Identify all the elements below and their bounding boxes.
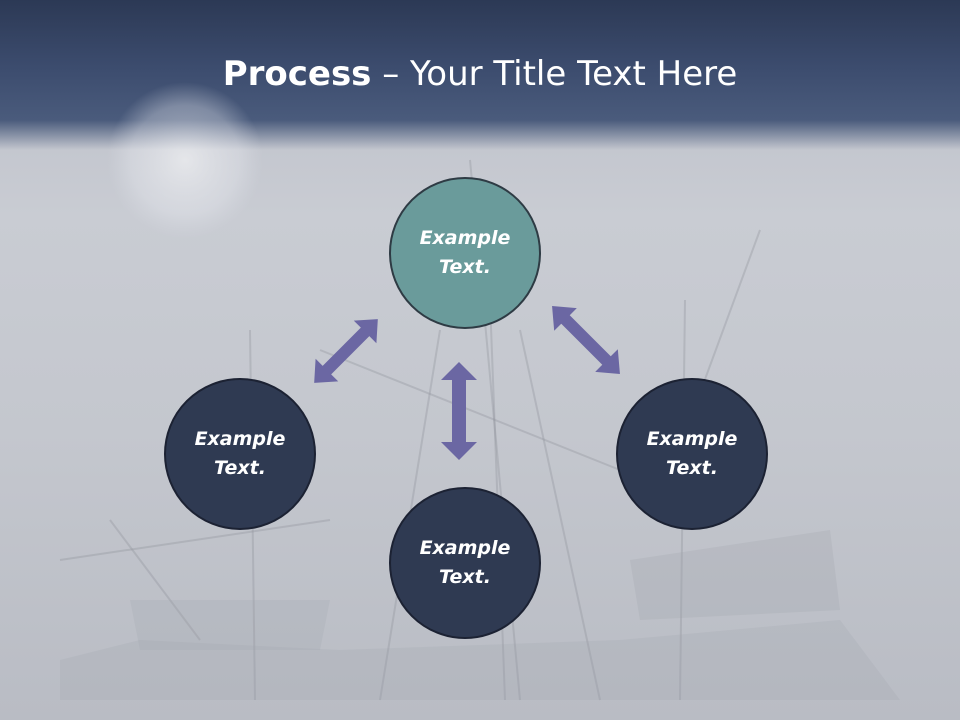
title-bold-part: Process [222, 54, 372, 94]
node-label: Example Text. [194, 428, 286, 479]
node-label: Example Text. [646, 428, 738, 479]
title-rest-part: – Your Title Text Here [371, 54, 738, 94]
double-arrow-top-left [314, 319, 378, 383]
process-node-top: Example Text. [389, 177, 541, 329]
process-node-left: Example Text. [164, 378, 316, 530]
slide-title: Process – Your Title Text Here [0, 52, 960, 96]
node-label: Example Text. [419, 227, 511, 278]
double-arrow-top-right [552, 306, 620, 374]
process-node-right: Example Text. [616, 378, 768, 530]
node-label: Example Text. [419, 537, 511, 588]
process-node-bottom: Example Text. [389, 487, 541, 639]
double-arrow-top-bottom [441, 362, 477, 460]
moon-shape [107, 82, 263, 238]
